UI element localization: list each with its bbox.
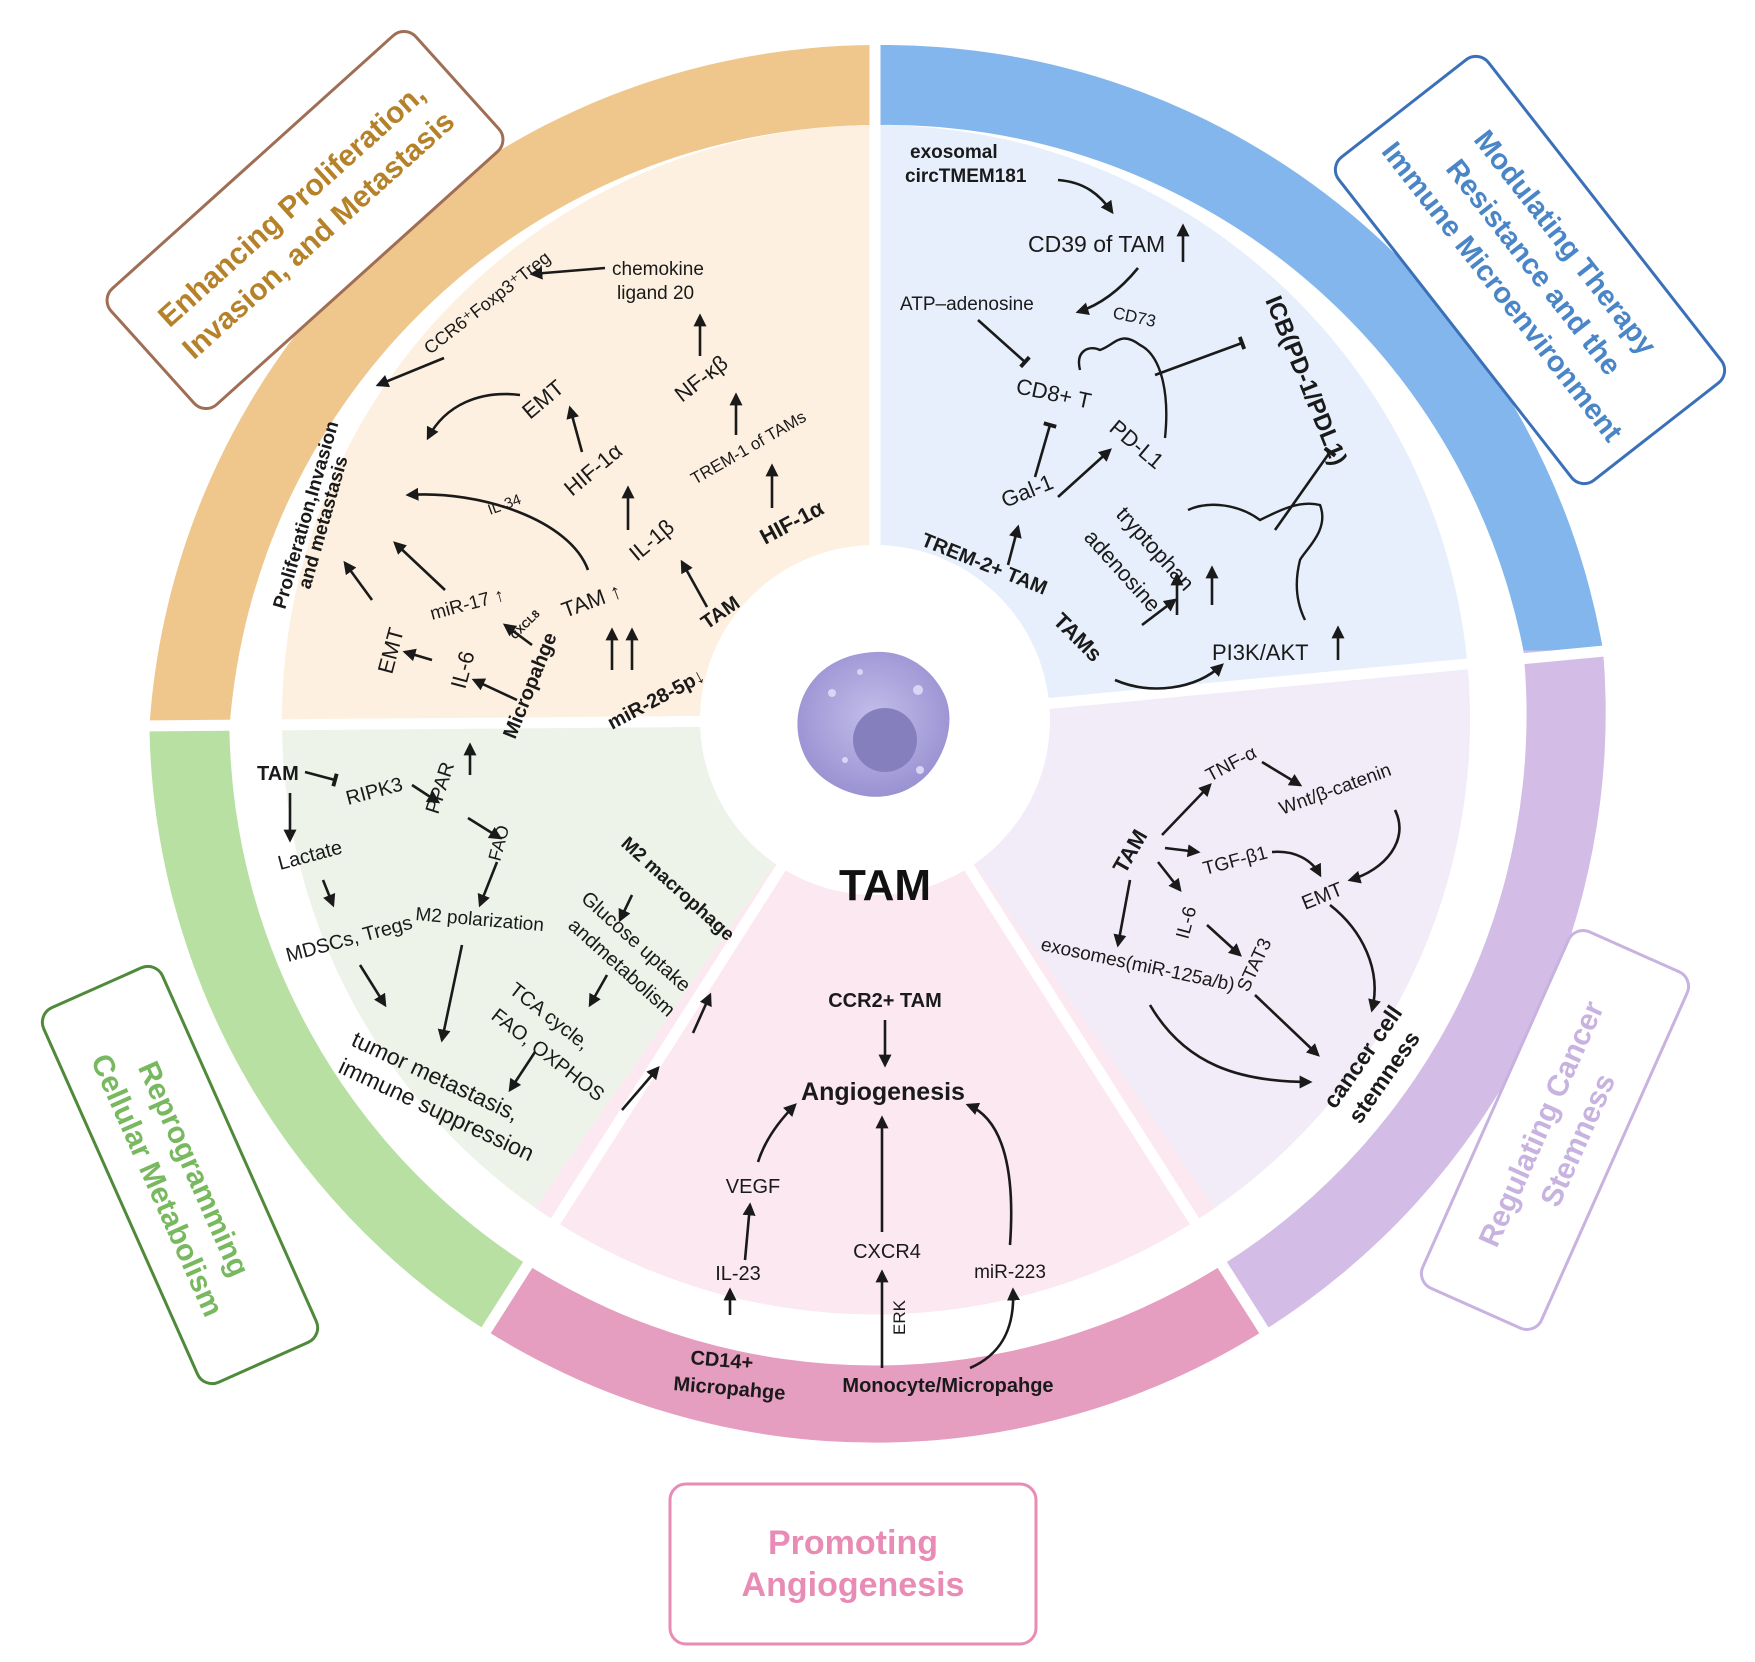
label-pi3k: PI3K/AKT bbox=[1212, 640, 1309, 665]
title-box-angiogenesis: Promoting Angiogenesis bbox=[668, 1482, 1038, 1646]
title-box-stemness: Regulating Cancer Stemness bbox=[1419, 929, 1691, 1331]
label-ccr2: CCR2+ TAM bbox=[828, 990, 942, 1012]
ring-metabolism bbox=[149, 726, 528, 1331]
label-vegf: VEGF bbox=[726, 1176, 780, 1198]
wedge-proliferation bbox=[281, 125, 875, 730]
angiogenesis-content: CCR2+ TAM Angiogenesis VEGF IL-23 CD14+ … bbox=[673, 990, 1054, 1405]
label-exosomal: exosomal bbox=[910, 142, 998, 163]
label-cd39: CD39 of TAM bbox=[1028, 231, 1165, 257]
ring-proliferation bbox=[149, 45, 875, 730]
label-erk: ERK bbox=[890, 1299, 909, 1335]
inner-wedges bbox=[281, 125, 1471, 1315]
outer-ring bbox=[149, 44, 1606, 1443]
label-mir223: miR-223 bbox=[974, 1262, 1046, 1283]
brace-cd8-pdl1 bbox=[1077, 337, 1168, 439]
label-cd14-a: CD14+ bbox=[690, 1347, 754, 1374]
label-ligand20: ligand 20 bbox=[617, 283, 694, 304]
angiogenesis-title-2: Angiogenesis bbox=[742, 1566, 965, 1604]
wedge-therapy bbox=[875, 125, 1468, 720]
center-hub: TAM bbox=[700, 545, 1050, 910]
label-cxcr4: CXCR4 bbox=[853, 1241, 921, 1263]
ring-stemness bbox=[1222, 650, 1606, 1331]
label-angio: Angiogenesis bbox=[801, 1078, 965, 1106]
ring-angiogenesis bbox=[486, 1264, 1264, 1443]
label-il23: IL-23 bbox=[715, 1263, 761, 1285]
label-chemokine: chemokine bbox=[612, 259, 704, 280]
wedge-metabolism bbox=[282, 720, 875, 1208]
wedge-angiogenesis bbox=[535, 720, 1215, 1315]
label-atp: ATP–adenosine bbox=[900, 294, 1034, 315]
title-box-therapy: Modulating Therapy Resistance and the Im… bbox=[1333, 54, 1727, 486]
ring-therapy bbox=[875, 44, 1604, 651]
label-monocyte: Monocyte/Micropahge bbox=[842, 1375, 1053, 1397]
label-circ: circTMEM181 bbox=[905, 166, 1027, 187]
title-box-metabolism: Reprogramming Cellular Metabolism bbox=[40, 964, 320, 1386]
center-label: TAM bbox=[839, 861, 931, 910]
label-met-tam: TAM bbox=[257, 763, 299, 785]
brace-metabolites bbox=[1187, 502, 1324, 621]
angiogenesis-title-1: Promoting bbox=[768, 1524, 938, 1562]
